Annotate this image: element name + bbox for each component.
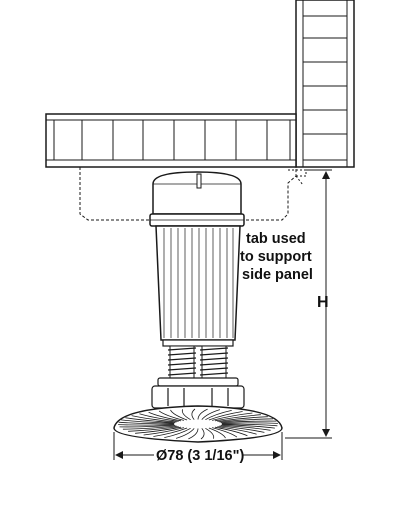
foot-rib	[200, 428, 205, 440]
base-foot	[113, 405, 283, 443]
foot-rib	[175, 428, 195, 439]
foot-rib	[181, 409, 191, 421]
foot-rib	[164, 427, 191, 438]
foot-rib	[208, 411, 243, 421]
ribbed-leg-body	[155, 225, 241, 341]
foot-rib	[201, 409, 221, 420]
foot-rib	[118, 421, 175, 425]
foot-rib	[153, 427, 188, 437]
foot-rib	[121, 419, 175, 424]
foot-rib	[219, 418, 274, 423]
foot-rib	[220, 425, 271, 431]
foot-rib	[205, 410, 232, 421]
foot-rib	[119, 425, 176, 428]
foot-rib	[118, 424, 175, 426]
foot-rib	[128, 426, 179, 432]
foot-rib	[197, 408, 208, 420]
foot-rib	[158, 410, 185, 421]
tab-label-line-2: to support	[240, 249, 312, 265]
leg-cap	[149, 171, 245, 227]
foot-rib	[139, 413, 179, 422]
height-label: H	[317, 294, 329, 311]
foot-rib	[143, 427, 185, 436]
foot-rib	[205, 427, 215, 439]
foot-rib	[188, 428, 199, 440]
foot-rib	[170, 409, 188, 421]
foot-rib	[131, 415, 177, 423]
foot-rib	[211, 412, 253, 421]
foot-rib	[148, 411, 182, 422]
tab-label-line-1: tab used	[246, 231, 306, 247]
foot-rib	[214, 414, 261, 422]
side-panel	[295, 0, 355, 168]
foot-rib	[191, 408, 196, 420]
foot-rib	[220, 420, 277, 423]
diameter-dimension	[113, 432, 283, 460]
foot-rib	[221, 424, 275, 429]
height-dimension	[285, 169, 332, 439]
threaded-screws	[162, 339, 234, 381]
foot-rib	[217, 426, 257, 435]
base-hub	[151, 377, 245, 409]
foot-rib	[217, 416, 268, 422]
foot-rib	[125, 417, 176, 423]
foot-rib	[211, 427, 238, 438]
foot-rib	[214, 426, 248, 437]
foot-rib	[208, 427, 226, 439]
bottom-panel	[45, 113, 297, 168]
tab-label-line-3: side panel	[242, 267, 313, 283]
foot-rib	[122, 425, 177, 430]
foot-rib	[221, 422, 278, 424]
foot-rib	[221, 423, 278, 427]
diameter-label: Ø78 (3 1/16")	[156, 448, 244, 464]
support-tab	[288, 169, 307, 186]
foot-rib	[219, 425, 265, 433]
mounting-plate-outline	[79, 167, 297, 221]
foot-rib	[135, 426, 182, 434]
